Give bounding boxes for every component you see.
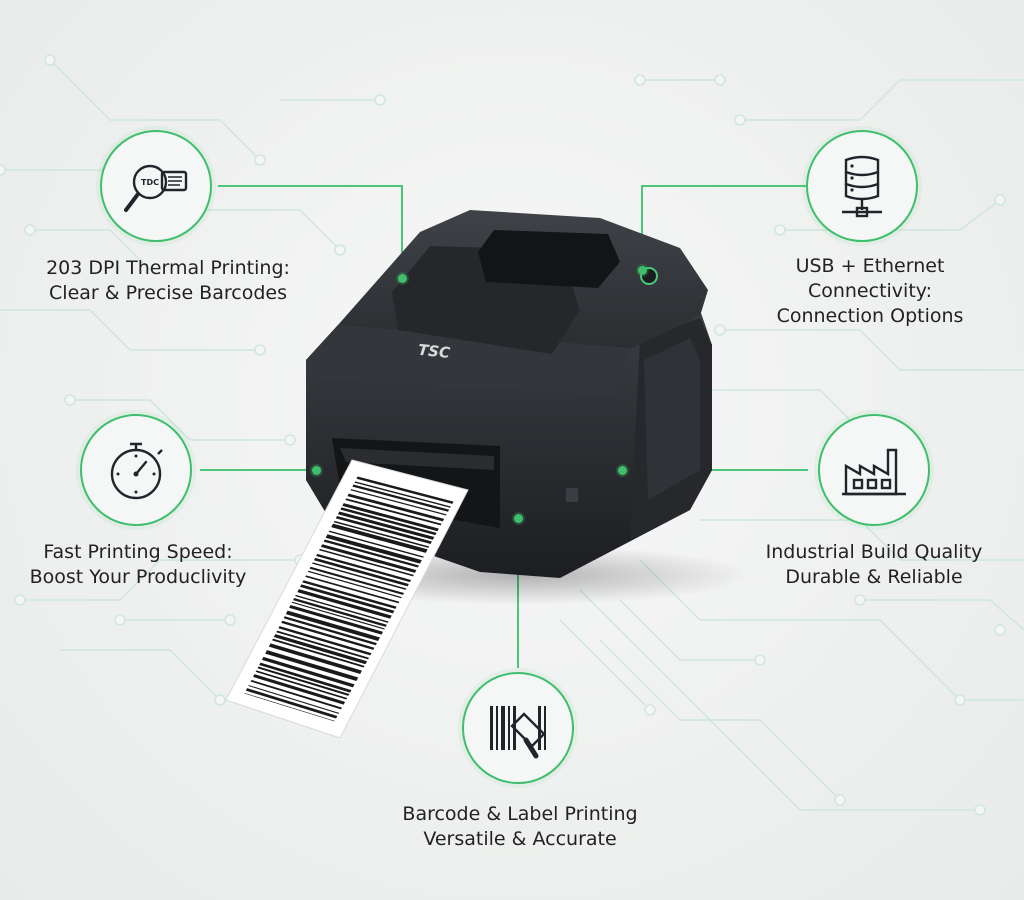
- feature-title: 203 DPI Thermal Printing:: [46, 257, 290, 279]
- barcode-stripe: [276, 630, 369, 660]
- brand-logo: TSC: [417, 341, 451, 362]
- barcode-stripe: [244, 693, 335, 722]
- barcode-stripe: [259, 662, 352, 693]
- feature-badge-connectivity: [806, 130, 918, 242]
- barcode-stripe: [248, 685, 340, 714]
- barcode-stripe: [313, 557, 409, 587]
- feature-subtitle: Versatile & Accurate: [423, 828, 617, 850]
- feature-subtitle: Durable & Reliable: [785, 566, 963, 588]
- feature-caption-connectivity: USB + Ethernet Connectivity: Connection …: [720, 254, 1020, 329]
- barcode-stripe: [253, 674, 346, 705]
- server-network-icon: [842, 155, 882, 218]
- barcode-stripe: [354, 481, 451, 508]
- feature-badge-dpi: TDC: [100, 130, 212, 242]
- barcode-stripe: [291, 601, 385, 630]
- barcode-stripe: [278, 626, 372, 656]
- factory-icon: [842, 448, 906, 496]
- callout-dot-bottom: [513, 513, 523, 523]
- barcode-stripe: [342, 503, 439, 532]
- barcode-stripe: [285, 610, 380, 642]
- magnifier-tdc-icon: TDC: [124, 164, 188, 212]
- barcode-stripe: [337, 511, 435, 540]
- feature-caption-dpi: 203 DPI Thermal Printing: Clear & Precis…: [18, 256, 318, 306]
- barcode-stripe: [272, 638, 365, 668]
- barcode-stripe: [312, 562, 407, 590]
- callout-dot-top-left: [397, 273, 407, 283]
- barcode-stripe: [305, 575, 400, 604]
- barcode-stripe: [340, 507, 437, 536]
- callout-dot-top-right: [637, 265, 647, 275]
- barcode-stripe: [335, 515, 432, 544]
- barcode-stripe: [350, 489, 447, 516]
- feature-subtitle: Clear & Precise Barcodes: [49, 282, 287, 304]
- feature-badge-barcode: [462, 672, 574, 784]
- barcode-stripe: [245, 688, 338, 719]
- barcode-stripe: [289, 605, 383, 635]
- barcode-stripe: [347, 493, 445, 522]
- feature-title: Industrial Build Quality: [765, 541, 983, 563]
- barcode-stripe: [307, 570, 402, 599]
- barcode-stripe: [356, 476, 454, 504]
- feature-title: USB + Ethernet: [795, 255, 945, 277]
- feature-title: Fast Printing Speed:: [43, 541, 233, 563]
- barcode-stripe: [345, 498, 442, 526]
- barcode-stripe: [302, 580, 397, 609]
- barcode-stripe: [295, 594, 389, 623]
- tdc-label: TDC: [141, 178, 159, 187]
- barcode-stripe: [320, 544, 417, 573]
- barcode-stripe: [319, 548, 414, 577]
- feature-badge-build: [818, 414, 930, 526]
- barcode-stripe: [309, 566, 405, 595]
- barcode-scanner-icon: [490, 706, 546, 759]
- barcode-stripe: [255, 670, 348, 700]
- feature-subtitle: Boost Your Producl­ivity: [29, 566, 247, 588]
- barcode-stripe: [323, 539, 419, 568]
- barcode-stripe: [328, 530, 424, 558]
- feature-caption-build: Industrial Build Quality Durable & Relia…: [724, 540, 1024, 590]
- callout-dot-left: [311, 465, 321, 475]
- barcode-stripe: [250, 679, 342, 710]
- barcode-stripe: [325, 534, 422, 564]
- feature-caption-barcode: Barcode & Label Printing Versatile & Acc…: [370, 802, 670, 852]
- feature-extra: Connection Options: [776, 305, 964, 327]
- barcode-stripe: [293, 598, 387, 627]
- feature-caption-speed: Fast Printing Speed: Boost Your Producl­…: [0, 540, 288, 590]
- barcode-stripe: [297, 589, 392, 619]
- barcode-stripe: [333, 520, 430, 548]
- barcode-stripe: [268, 643, 362, 674]
- barcode-stripe: [352, 484, 450, 512]
- callout-dot-right: [617, 465, 627, 475]
- barcode-stripe: [283, 616, 377, 646]
- barcode-stripe: [261, 656, 355, 688]
- barcode-stripe: [316, 553, 412, 583]
- stopwatch-icon: [110, 442, 163, 500]
- barcode-stripe: [331, 523, 428, 553]
- barcode-stripe: [300, 584, 395, 614]
- feature-title: Barcode & Label Printing: [402, 803, 638, 825]
- feature-subtitle: Connectivity:: [807, 280, 933, 302]
- barcode-stripe: [257, 666, 350, 696]
- feature-badge-speed: [80, 414, 192, 526]
- barcode-stripe: [281, 620, 375, 650]
- barcode-stripes: [244, 476, 454, 722]
- barcode-stripe: [265, 650, 359, 682]
- barcode-stripe: [273, 634, 368, 665]
